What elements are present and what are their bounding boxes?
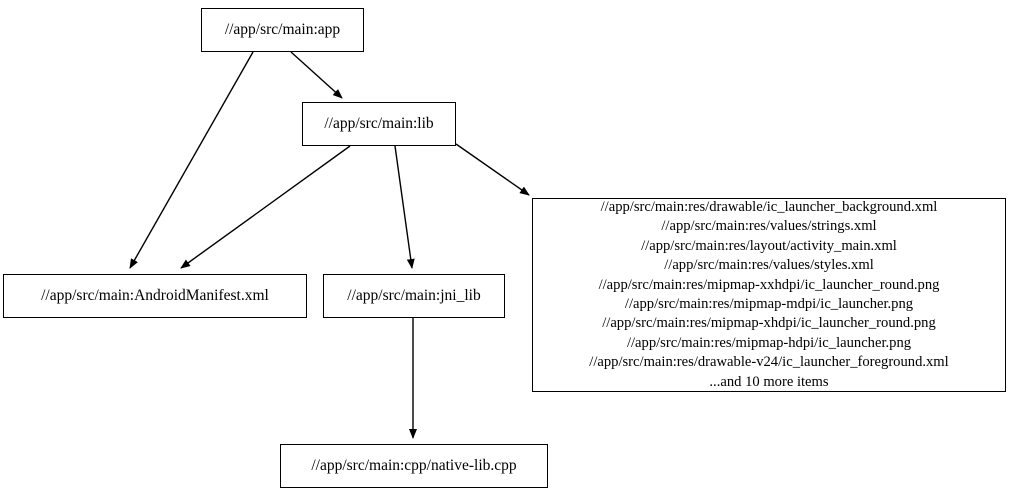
- edge-lib-to-manifest: [180, 145, 351, 269]
- node-android-manifest[interactable]: //app/src/main:AndroidManifest.xml: [3, 274, 307, 318]
- node-lib-label: //app/src/main:lib: [324, 115, 434, 133]
- node-jni-lib[interactable]: //app/src/main:jni_lib: [323, 274, 505, 318]
- node-native-lib-label: //app/src/main:cpp/native-lib.cpp: [311, 457, 517, 475]
- edge-lib-to-jni-lib: [394, 145, 415, 269]
- edge-app-to-manifest: [129, 51, 254, 269]
- node-native-lib[interactable]: //app/src/main:cpp/native-lib.cpp: [280, 444, 548, 488]
- edge-lib-to-resources: [455, 143, 530, 196]
- node-resources-label: //app/src/main:res/drawable/ic_launcher_…: [589, 198, 949, 390]
- node-resources[interactable]: //app/src/main:res/drawable/ic_launcher_…: [532, 198, 1006, 392]
- node-jni-lib-label: //app/src/main:jni_lib: [347, 287, 481, 305]
- node-lib[interactable]: //app/src/main:lib: [302, 102, 456, 146]
- node-app[interactable]: //app/src/main:app: [201, 8, 364, 52]
- node-app-label: //app/src/main:app: [224, 21, 341, 39]
- node-android-manifest-label: //app/src/main:AndroidManifest.xml: [41, 287, 269, 305]
- edge-app-to-lib: [290, 51, 343, 99]
